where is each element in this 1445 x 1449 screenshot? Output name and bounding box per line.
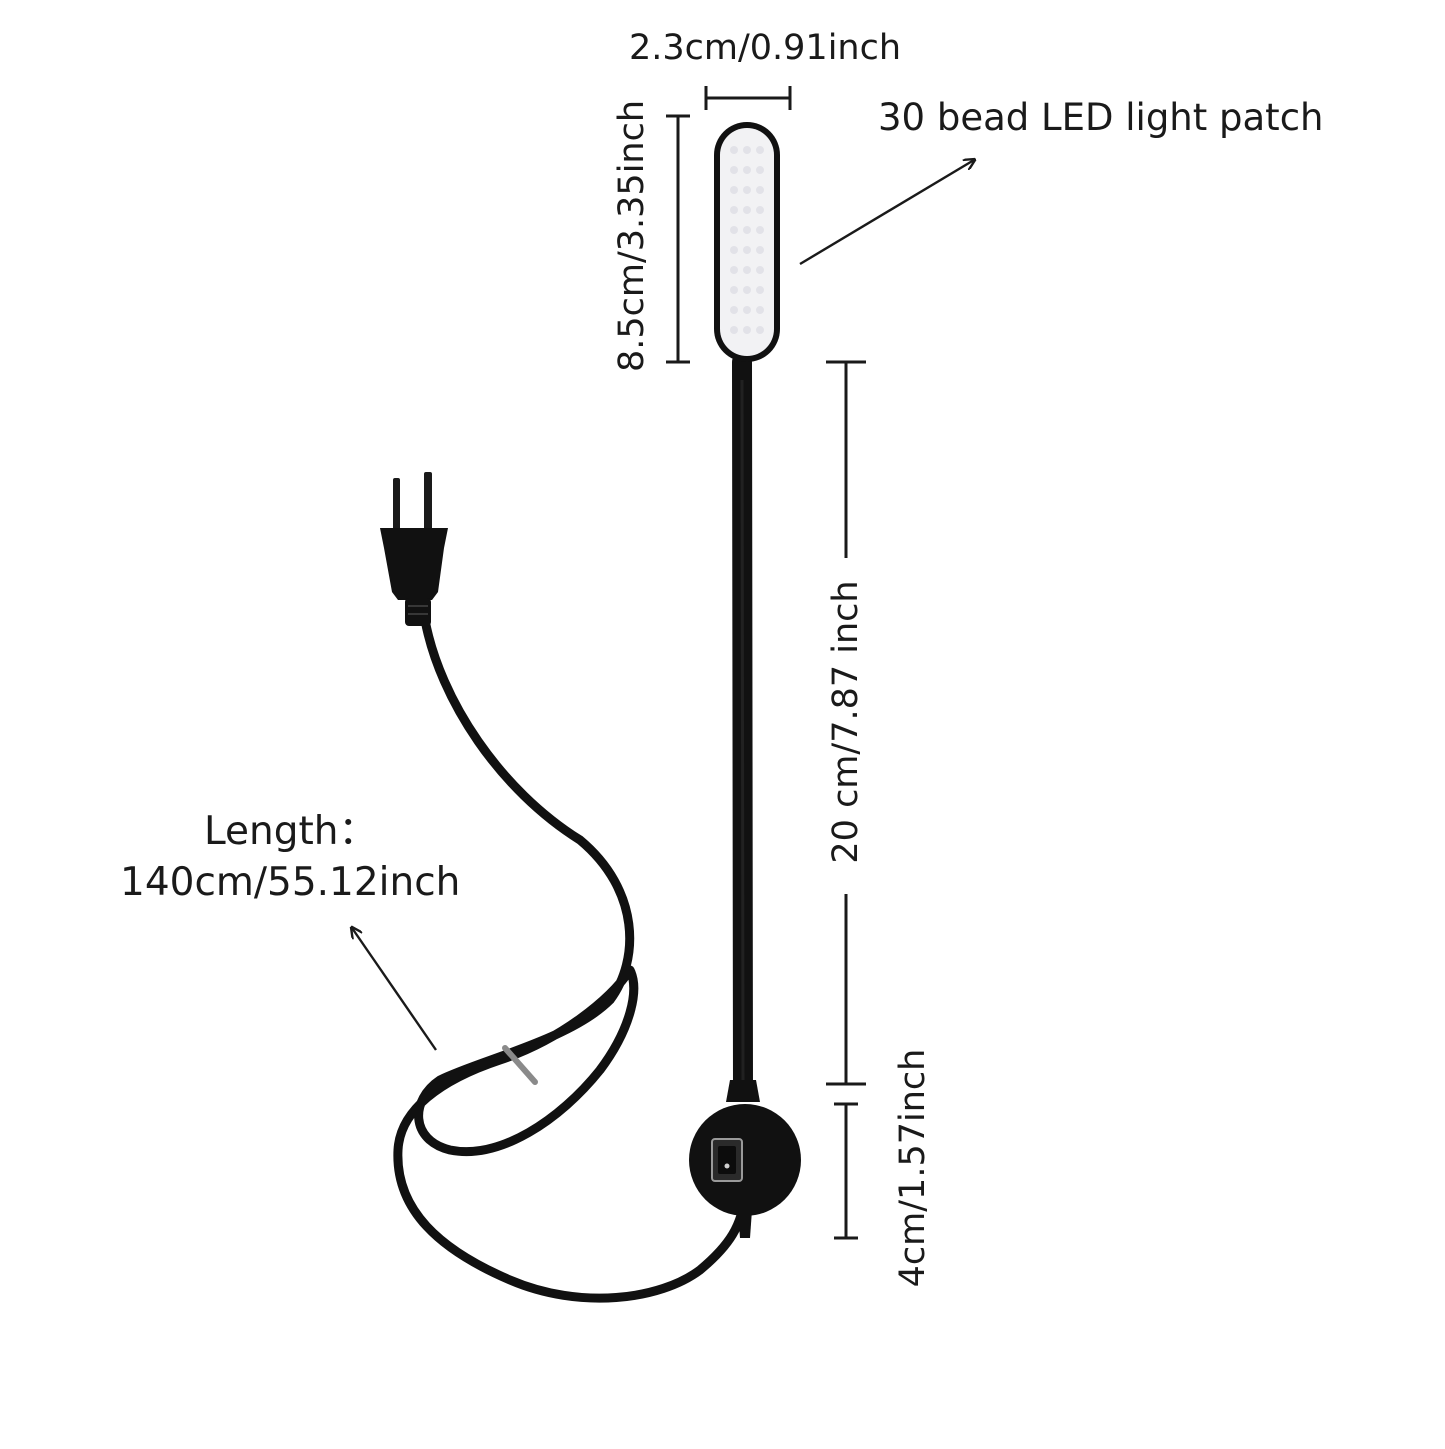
plug [380,472,448,626]
head-height-label: 8.5cm/3.35inch [612,99,652,373]
power-cord [393,615,750,1303]
led-bead [756,326,764,334]
switch-indicator [724,1163,730,1169]
neck-length-dimension [826,360,866,1086]
plug-prong-left [393,478,400,530]
base-collar [726,1080,760,1102]
led-bead [743,146,751,154]
led-bead [730,226,738,234]
led-bead [756,246,764,254]
led-bead [743,186,751,194]
led-bead [756,226,764,234]
base-dimension [834,1102,858,1240]
led-bead [743,246,751,254]
led-bead [756,146,764,154]
plug-prong-right [424,472,432,530]
neck-length-label: 20 cm/7.87 inch [826,580,866,864]
led-bead [730,246,738,254]
cord-tie [502,1045,538,1085]
led-panel [720,128,774,356]
led-bead [743,206,751,214]
led-bead [730,166,738,174]
led-bead [743,266,751,274]
lamp-base [689,1104,801,1216]
led-bead [743,166,751,174]
led-bead [730,306,738,314]
led-patch-label: 30 bead LED light patch [878,96,1324,139]
led-bead [756,206,764,214]
plug-body [380,528,448,600]
head-height-dimension [666,114,690,364]
led-bead [743,226,751,234]
led-bead [756,286,764,294]
patch-arrow [799,160,974,266]
led-bead [756,186,764,194]
led-bead [743,306,751,314]
width-dimension [704,86,792,110]
base-tail [738,1210,752,1238]
led-bead [730,206,738,214]
led-bead [730,286,738,294]
cord-arrow [352,928,437,1051]
cord-length-title: Length： [204,809,378,854]
led-bead [730,146,738,154]
led-bead [756,166,764,174]
led-bead [743,286,751,294]
base-size-label: 4cm/1.57inch [893,1048,933,1288]
led-bead [730,326,738,334]
width-label: 2.3cm/0.91inch [628,28,902,68]
led-bead [730,266,738,274]
led-beads [730,146,764,334]
led-bead [743,326,751,334]
led-bead [756,266,764,274]
plug-strain-relief [405,598,431,626]
led-bead [756,306,764,314]
cord-length-value: 140cm/55.12inch [120,860,461,905]
led-bead [730,186,738,194]
